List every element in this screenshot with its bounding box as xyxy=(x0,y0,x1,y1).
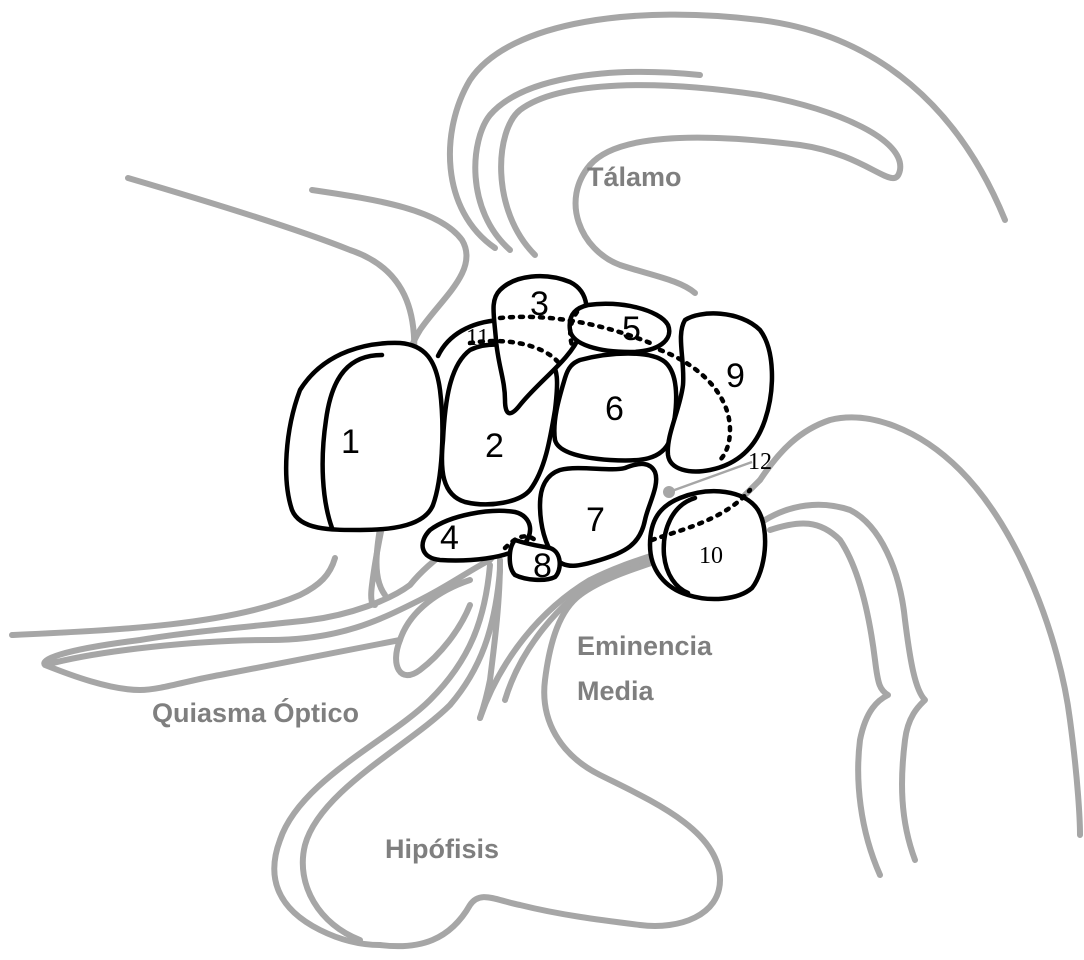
ventricle-inner-curve-2 xyxy=(770,523,888,875)
label-nucleus-10: 10 xyxy=(699,543,723,569)
thalamus-inner-contour-2 xyxy=(475,72,700,250)
label-median-eminence-line2: Media xyxy=(577,676,655,706)
label-nucleus-3: 3 xyxy=(530,285,549,323)
thalamus-outer-contour xyxy=(450,15,1005,248)
label-nucleus-6: 6 xyxy=(605,390,624,428)
label-nucleus-2: 2 xyxy=(485,427,504,465)
ventricle-inner-curve-1 xyxy=(765,505,925,860)
thalamus-inner-contour xyxy=(501,85,900,293)
optic-chiasm-curl xyxy=(140,640,400,690)
label-nucleus-1: 1 xyxy=(341,423,360,461)
label-pituitary: Hipófisis xyxy=(385,834,499,864)
label-nucleus-11: 11 xyxy=(466,325,489,351)
pointer-12-dot xyxy=(663,486,675,498)
label-nucleus-5: 5 xyxy=(622,310,641,348)
nucleus-5 xyxy=(570,304,670,352)
label-optic-chiasm: Quiasma Óptico xyxy=(152,697,359,728)
label-nucleus-7: 7 xyxy=(586,501,605,539)
label-thalamus: Tálamo xyxy=(587,162,682,192)
ventricle-outer-curve xyxy=(760,417,1080,835)
label-nucleus-9: 9 xyxy=(726,357,745,395)
label-nucleus-4: 4 xyxy=(440,519,459,557)
label-nucleus-8: 8 xyxy=(533,547,552,585)
stalk-line-3 xyxy=(303,570,500,940)
label-nucleus-12: 12 xyxy=(748,449,772,475)
label-median-eminence-line1: Eminencia xyxy=(577,631,713,661)
